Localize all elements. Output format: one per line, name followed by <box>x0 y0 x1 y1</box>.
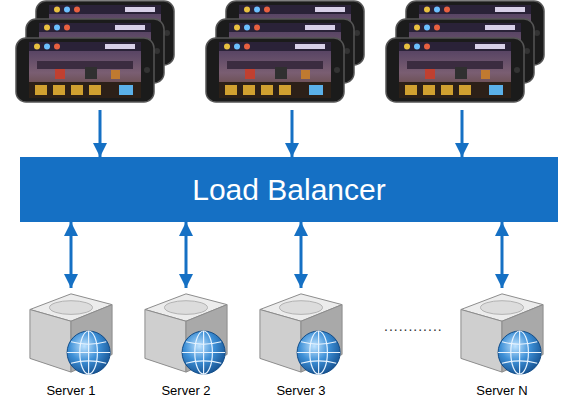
load-balancer-band: Load Balancer <box>20 157 558 222</box>
server-icon <box>461 294 543 374</box>
server-label: Server 1 <box>22 383 120 398</box>
server-label: Server 3 <box>252 383 350 398</box>
connector-arrow <box>501 222 504 288</box>
server-icon <box>260 294 342 374</box>
server-node: Server 2 <box>137 288 235 398</box>
phone-stack <box>16 1 174 102</box>
server-node: Server 1 <box>22 288 120 398</box>
server-node: Server 3 <box>252 288 350 398</box>
client-arrow <box>99 110 102 157</box>
server-label: Server N <box>453 383 551 398</box>
connector-arrow <box>70 222 73 288</box>
connector-arrow <box>300 222 303 288</box>
ellipsis-label: ............ <box>384 318 443 334</box>
connector-arrow <box>185 222 188 288</box>
band-label: Load Balancer <box>192 173 385 207</box>
phone-stack <box>206 1 364 102</box>
client-arrow <box>291 110 294 157</box>
phone-stack <box>386 1 544 102</box>
server-icon <box>145 294 227 374</box>
client-arrow <box>461 110 464 157</box>
server-label: Server 2 <box>137 383 235 398</box>
server-node: Server N <box>453 288 551 398</box>
server-icon <box>30 294 112 374</box>
